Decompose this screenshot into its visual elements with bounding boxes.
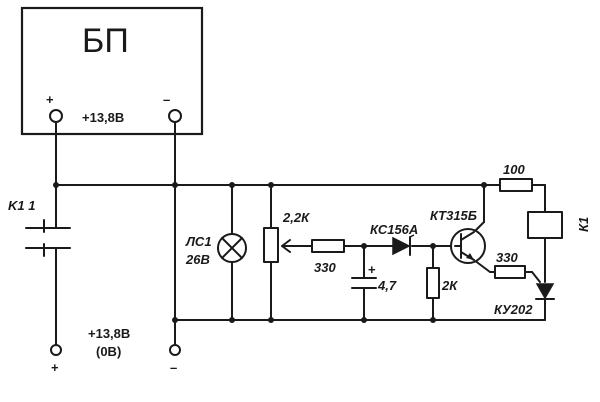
output-voltage-label: +13,8В: [88, 326, 130, 341]
resistor-2k: 2К: [426, 267, 458, 299]
transistor-name: КТ315Б: [430, 208, 477, 223]
lamp-rating: 26В: [185, 252, 210, 267]
resistor-100: 100: [499, 162, 533, 192]
potentiometer-2-2k: 2,2К: [263, 210, 310, 263]
thyristor-ku202: КУ202: [494, 283, 555, 317]
thyristor-name: КУ202: [494, 302, 533, 317]
relay-contact-k1-1: K1 1: [8, 198, 71, 257]
capacitor-4-7: + 4,7: [351, 262, 397, 293]
resistor-2k-value: 2К: [441, 278, 458, 293]
resistor-330-right-value: 330: [496, 250, 518, 265]
psu-voltage-label: +13,8В: [82, 110, 124, 125]
lamp-name: ЛС1: [185, 234, 212, 249]
power-supply-title: БП: [82, 22, 129, 60]
capacitor-polarity: +: [368, 262, 376, 277]
transistor-kt315b: КТ315Б: [430, 208, 486, 264]
output-terminals: + – +13,8В (0В): [50, 326, 181, 375]
zener-name: КС156А: [370, 222, 418, 237]
psu-plus-sign: +: [46, 92, 54, 107]
capacitor-value: 4,7: [377, 278, 397, 293]
relay-contact-label: K1 1: [8, 198, 35, 213]
relay-coil-name: К1: [576, 217, 591, 232]
resistor-330-right: 330: [494, 250, 526, 279]
output-zero-label: (0В): [96, 344, 121, 359]
resistor-330-left-value: 330: [314, 260, 336, 275]
wires: [55, 121, 546, 346]
power-supply-unit: БП + – +13,8В: [20, 6, 204, 136]
psu-plus-terminal: [49, 109, 63, 123]
lamp-ls1: ЛС1 26В: [185, 233, 247, 267]
potentiometer-value: 2,2К: [282, 210, 310, 225]
zener-diode-ks156a: КС156А: [370, 222, 418, 256]
resistor-330-left: 330: [311, 239, 345, 275]
psu-minus-sign: –: [163, 92, 170, 107]
resistor-100-value: 100: [503, 162, 525, 177]
output-minus-terminal: [169, 344, 181, 356]
output-minus-sign: –: [170, 360, 177, 375]
psu-minus-terminal: [168, 109, 182, 123]
output-plus-sign: +: [51, 360, 59, 375]
output-plus-terminal: [50, 344, 62, 356]
junction-dots: [53, 182, 487, 323]
relay-coil-k1: К1: [527, 211, 591, 239]
